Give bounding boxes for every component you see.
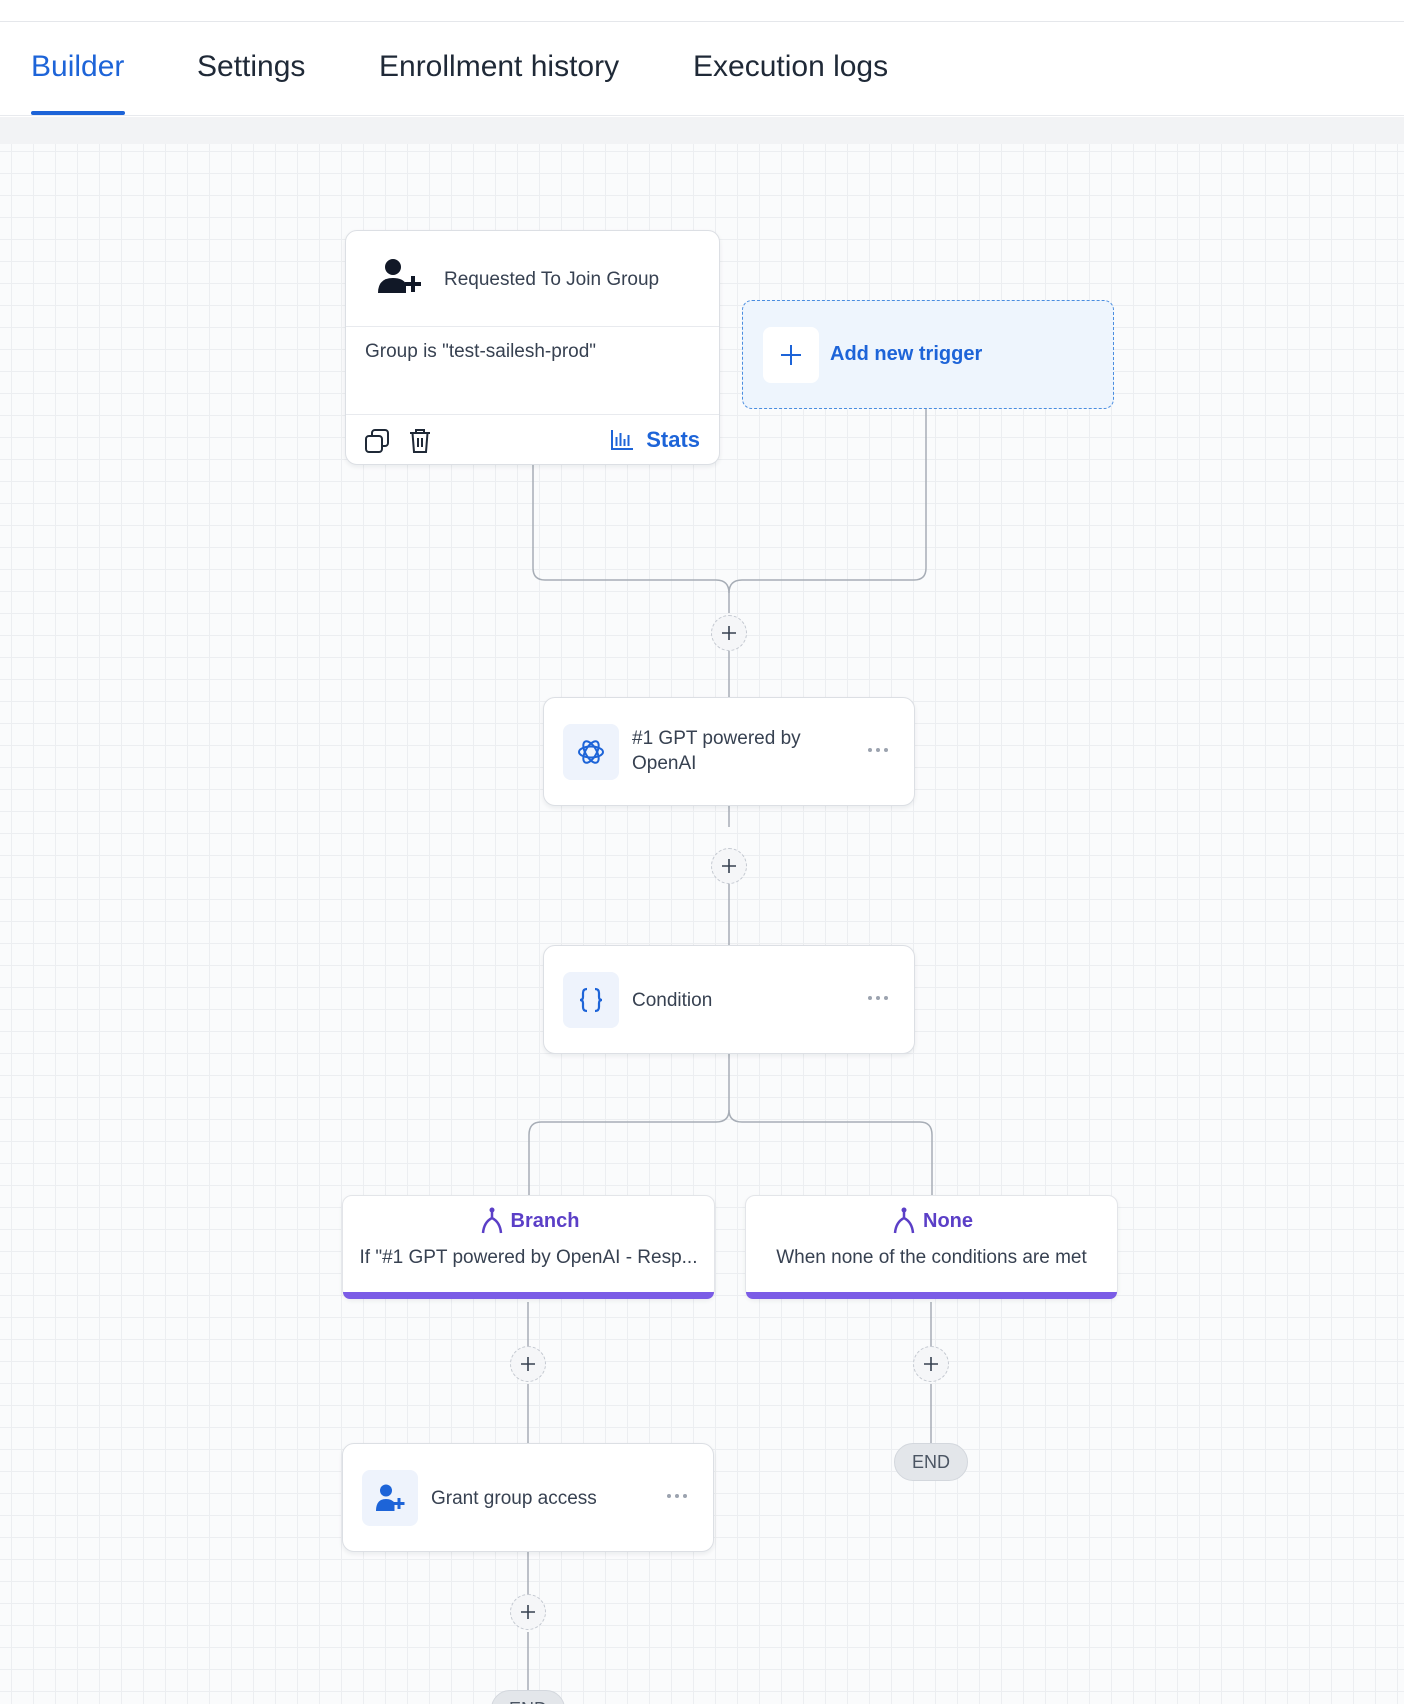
openai-icon-box (563, 724, 619, 780)
none-branch-card[interactable]: None When none of the conditions are met (745, 1195, 1118, 1299)
tab-settings[interactable]: Settings (197, 50, 306, 83)
bar-chart-icon (611, 430, 634, 450)
add-step-button[interactable] (711, 848, 747, 884)
end-pill: END (491, 1690, 565, 1704)
add-step-button[interactable] (711, 615, 747, 651)
gpt-step-title: #1 GPT powered by OpenAI (632, 728, 801, 774)
branch-accent-bar (343, 1292, 714, 1299)
none-branch-description: When none of the conditions are met (776, 1247, 1087, 1268)
condition-step-title: Condition (632, 990, 713, 1011)
none-branch-title: None (923, 1209, 973, 1232)
trigger-title: Requested To Join Group (444, 269, 660, 290)
stats-button[interactable]: Stats (610, 425, 700, 455)
plus-icon (924, 1357, 938, 1371)
add-trigger-icon-box (763, 327, 819, 383)
copy-icon[interactable] (364, 428, 390, 454)
plus-icon (722, 626, 736, 640)
gpt-step-card[interactable]: #1 GPT powered by OpenAI (543, 697, 915, 806)
grant-group-access-card[interactable]: Grant group access (342, 1443, 714, 1552)
add-step-button[interactable] (913, 1346, 949, 1382)
top-border (0, 0, 1404, 22)
trash-icon[interactable] (408, 428, 432, 454)
trigger-card[interactable]: Requested To Join Group Group is "test-s… (345, 230, 720, 465)
branch-icon (893, 1207, 915, 1234)
plus-icon (521, 1357, 535, 1371)
branch-icon (481, 1207, 502, 1234)
trigger-description: Group is "test-sailesh-prod" (365, 341, 597, 362)
active-tab-indicator (31, 111, 125, 115)
braces-icon (579, 987, 603, 1013)
user-plus-icon (378, 259, 421, 293)
tab-bar: Builder Settings Enrollment history Exec… (0, 22, 1404, 116)
tab-execution-logs[interactable]: Execution logs (693, 50, 889, 83)
branch-title: Branch (510, 1209, 580, 1232)
tab-enrollment-history[interactable]: Enrollment history (379, 50, 620, 83)
add-step-button[interactable] (510, 1346, 546, 1382)
toolbar-band (0, 117, 1404, 144)
end-pill: END (894, 1443, 968, 1481)
stats-label: Stats (646, 427, 700, 452)
grant-group-access-title: Grant group access (431, 1488, 597, 1509)
branch-title-row: Branch (343, 1206, 714, 1236)
braces-icon-box (563, 972, 619, 1028)
more-options-icon[interactable] (665, 1490, 689, 1502)
user-plus-icon-box (362, 1470, 418, 1526)
add-trigger-label: Add new trigger (830, 343, 983, 365)
plus-icon (521, 1605, 535, 1619)
plus-icon (781, 345, 801, 365)
add-step-button[interactable] (510, 1594, 546, 1630)
none-title-row: None (746, 1206, 1117, 1236)
none-branch-accent-bar (746, 1292, 1117, 1299)
condition-step-card[interactable]: Condition (543, 945, 915, 1054)
trigger-footer: Stats (346, 414, 719, 466)
trigger-header: Requested To Join Group (346, 231, 719, 327)
more-options-icon[interactable] (866, 744, 890, 756)
more-options-icon[interactable] (866, 992, 890, 1004)
tab-builder[interactable]: Builder (31, 50, 125, 83)
user-plus-icon (376, 1484, 405, 1511)
branch-card[interactable]: Branch If "#1 GPT powered by OpenAI - Re… (342, 1195, 715, 1299)
openai-icon (578, 740, 604, 764)
branch-description: If "#1 GPT powered by OpenAI - Resp... (359, 1247, 698, 1268)
add-new-trigger-button[interactable]: Add new trigger (742, 300, 1114, 409)
plus-icon (722, 859, 736, 873)
